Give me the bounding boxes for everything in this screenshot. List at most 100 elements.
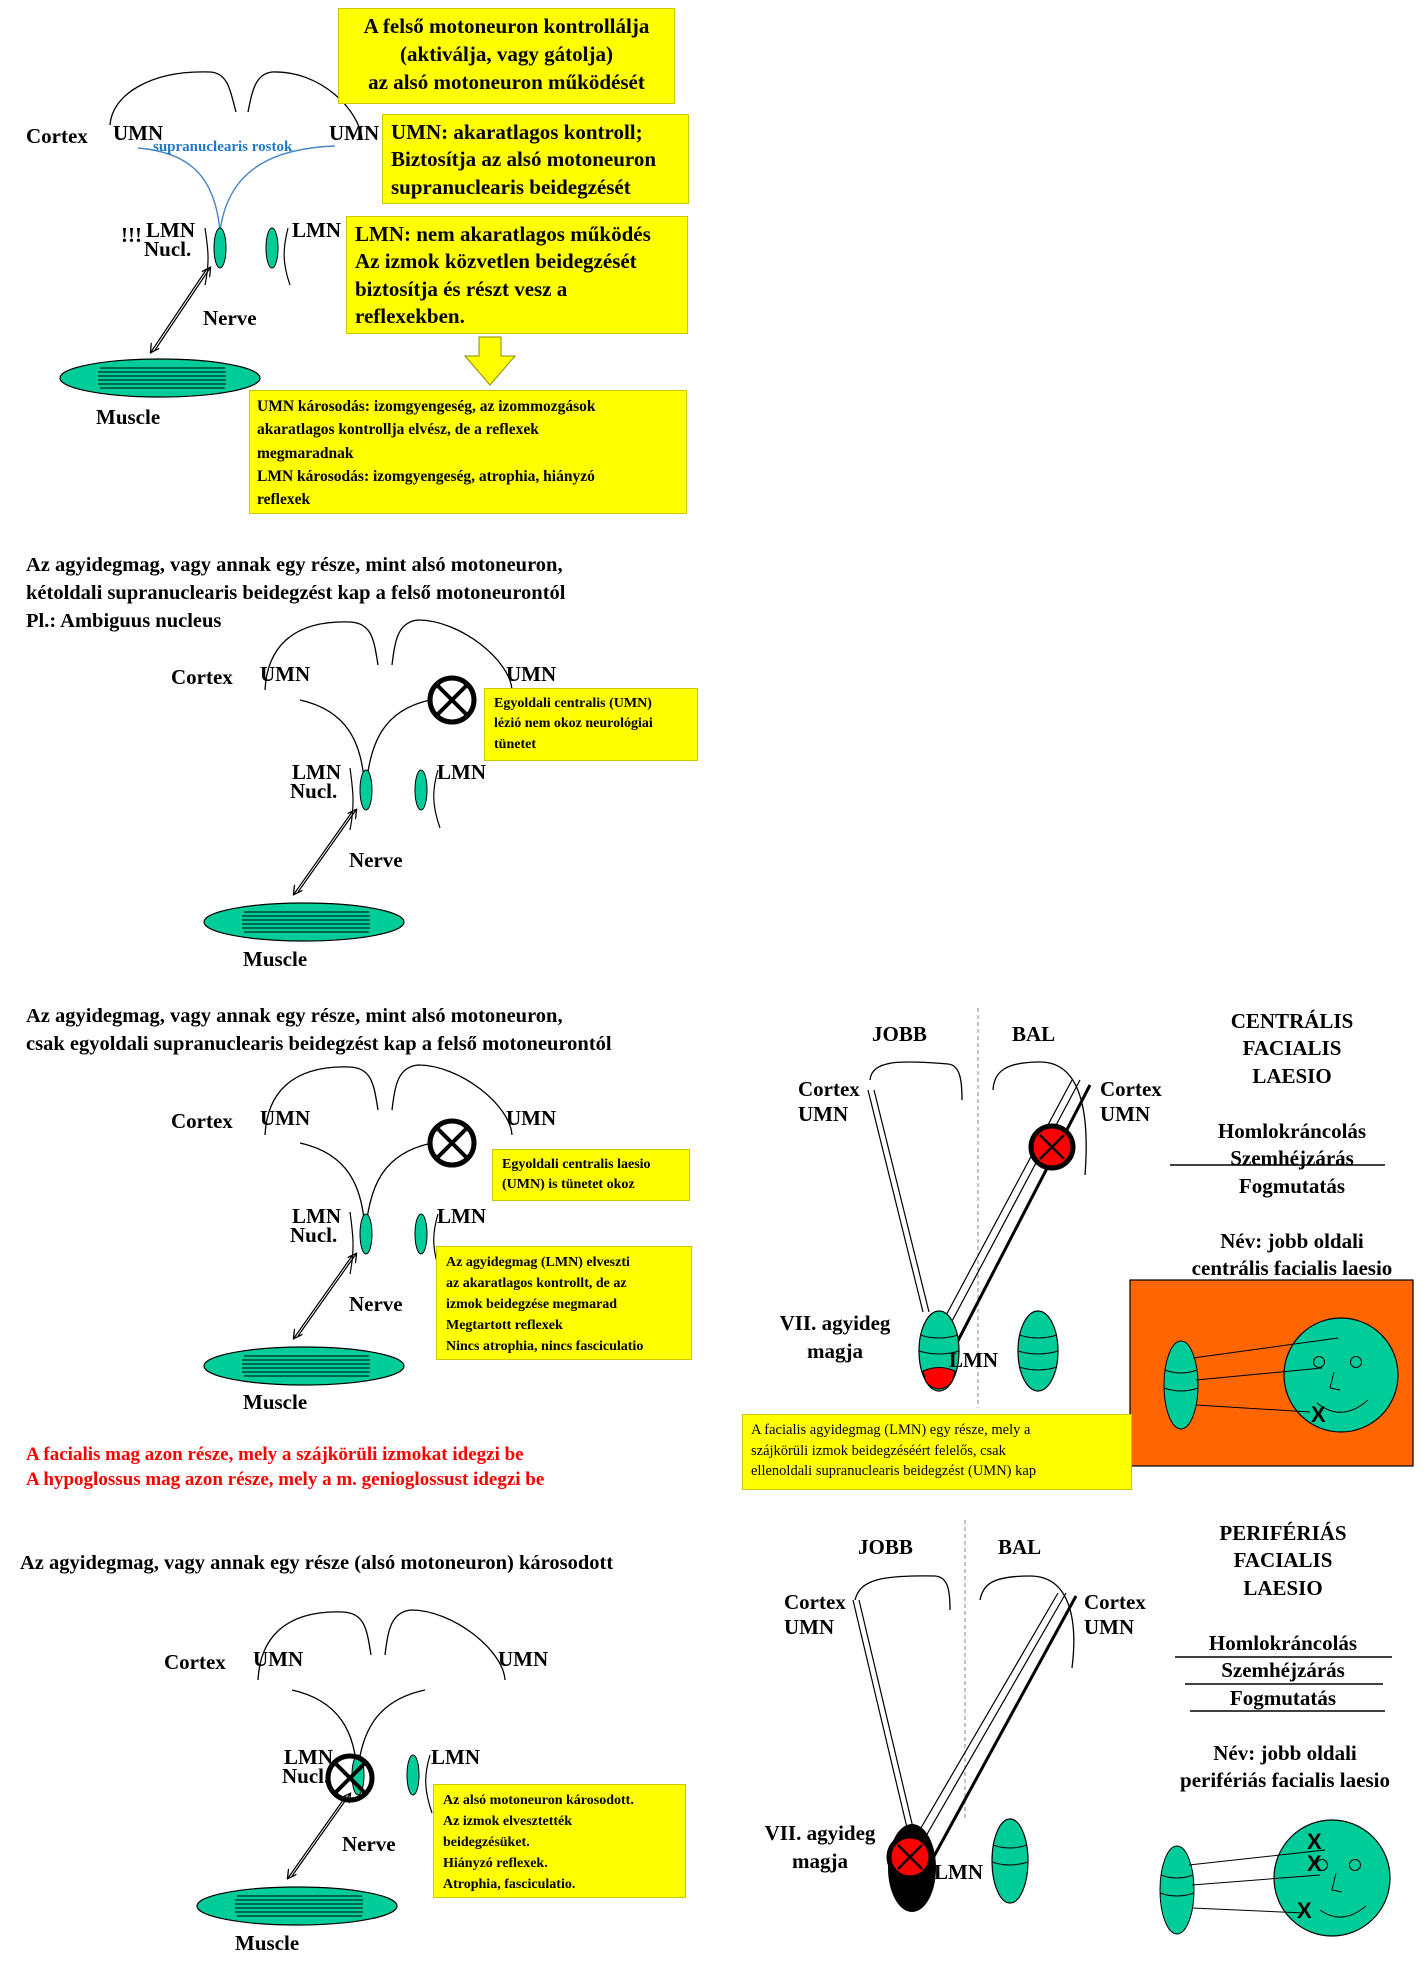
sign-teeth: Fogmutatás (1229, 1685, 1337, 1710)
central-signs: Homlokráncolás Szemhéjzárás Fogmutatás (1187, 1118, 1397, 1200)
box-line: Atrophia, fasciculatio. (443, 1877, 576, 1892)
nerve-arrow-down (151, 269, 207, 352)
box-line: A felső motoneuron kontrollálja (363, 14, 650, 38)
lmn-control-box: Az agyidegmag (LMN) elveszti az akaratla… (436, 1246, 692, 1360)
panel3-heading-line: Az agyidegmag, vagy annak egy része, min… (26, 1005, 563, 1027)
box-line: LMN: nem akaratlagos működés (355, 222, 651, 246)
facial-nucleus-info-box: A facialis agyidegmag (LMN) egy része, m… (742, 1414, 1132, 1490)
lmn-right-label: LMN (437, 760, 486, 784)
sign-forehead: Homlokráncolás (1208, 1631, 1358, 1655)
box-line: Az izmok elvesztették (443, 1814, 573, 1829)
lmn-right-label: LMN (437, 1204, 486, 1228)
box-line: UMN: akaratlagos kontroll; (391, 120, 643, 144)
lmn-left-label: LMN (292, 1204, 341, 1228)
bal-label: BAL (998, 1535, 1042, 1559)
box-line: Megtartott reflexek (446, 1318, 563, 1333)
name-line: Név: jobb oldali (1213, 1741, 1357, 1765)
title-line: FACIALIS (1233, 1548, 1333, 1573)
umn-left-label: UMN (113, 121, 164, 145)
umn-right-label: UMN (498, 1647, 549, 1671)
cortex-label: Cortex (171, 1109, 233, 1133)
box-line: LMN károsodás: izomgyengeség, atrophia, … (257, 467, 595, 485)
sign-teeth: Fogmutatás (1238, 1173, 1346, 1198)
title-line: LAESIO (1243, 1575, 1323, 1600)
facial-nucleus-left (1017, 1310, 1059, 1392)
jobb-label: JOBB (872, 1022, 927, 1046)
lmn-left-label: LMN (146, 218, 195, 242)
cortex-umn-right-label: Cortex UMN (1084, 1590, 1146, 1640)
box-line: Biztosítja az alsó motoneuron (391, 147, 657, 172)
box-line: lézió nem okoz neurológiai (494, 716, 653, 732)
cortex-umn-left-label: Cortex UMN (784, 1590, 846, 1640)
facial-nucleus-note: A facialis mag azon része, mely a szájkö… (26, 1444, 524, 1465)
face-lesion-mark: X (1311, 1402, 1326, 1427)
peripheral-title: PERIFÉRIÁS FACIALIS LAESIO (1198, 1520, 1368, 1602)
umn-right-label: UMN (506, 662, 557, 686)
box-line: Egyoldali centralis laesio (502, 1157, 651, 1172)
face-icon (1283, 1317, 1399, 1433)
box-line: reflexek (257, 491, 311, 508)
title-line: FACIALIS (1242, 1036, 1342, 1061)
nerve-label: Nerve (203, 306, 257, 330)
umn-right-label: UMN (506, 1106, 557, 1130)
central-lesion-icon (1028, 1123, 1076, 1171)
box-line: az akaratlagos kontrollt, de az (446, 1276, 627, 1291)
face-lesion-mark: X (1307, 1851, 1322, 1876)
umn-text: UMN (1084, 1615, 1135, 1640)
panel3-heading-line: csak egyoldali supranuclearis beidegzést… (26, 1033, 612, 1055)
face-lesion-mark: X (1307, 1829, 1322, 1854)
lmn-left-label: LMN (284, 1745, 333, 1769)
title-line: PERIFÉRIÁS (1219, 1521, 1347, 1545)
cortex-umn-right-label: Cortex UMN (1100, 1077, 1162, 1127)
panel1-graphics (59, 71, 517, 398)
supranuclear-fibers-label: supranuclearis rostok (153, 139, 293, 155)
nerve-label: Nerve (349, 848, 403, 872)
nucleus-line: magja (807, 1338, 863, 1363)
nerve-label: Nerve (342, 1832, 396, 1856)
name-line: Név: jobb oldali (1220, 1229, 1364, 1253)
cortex-left-hemisphere (109, 71, 237, 126)
sign-eyelid: Szemhéjzárás (1230, 1146, 1354, 1171)
umn-right-label: UMN (329, 121, 380, 145)
bal-label: BAL (1012, 1022, 1056, 1046)
nucleus-line: VII. agyideg (779, 1311, 891, 1335)
cortex-text: Cortex (1100, 1077, 1162, 1101)
box-line: Hiányzó reflexek. (443, 1856, 548, 1871)
umn-left-label: UMN (260, 662, 311, 686)
peripheral-graphics (852, 1520, 1392, 1937)
nucl-label: Nucl. (282, 1764, 330, 1788)
nucleus-label: VII. agyideg magja (770, 1310, 900, 1365)
box-line: beidegzésüket. (443, 1835, 530, 1850)
box-line: UMN károsodás: izomgyengeség, az izommoz… (257, 398, 596, 415)
box-line: biztosítja és részt vesz a (355, 276, 568, 301)
central-title: CENTRÁLIS FACIALIS LAESIO (1207, 1008, 1377, 1090)
supranuclear-fiber-left (137, 147, 221, 233)
panel-nucleus (1163, 1340, 1199, 1430)
nucleus-label: VII. agyideg magja (755, 1820, 885, 1875)
down-arrow-icon (463, 336, 517, 386)
box-line: ellenoldali supranuclearis beidegzést (U… (751, 1463, 1037, 1480)
panel2-graphics (203, 619, 513, 942)
nucl-label: Nucl. (290, 1223, 338, 1247)
umn-box: UMN: akaratlagos kontroll; Biztosítja az… (382, 114, 689, 204)
cortex-label: Cortex (171, 665, 233, 689)
box-line: Az alsó motoneuron károsodott. (443, 1793, 634, 1808)
unilateral-symptom-box: Egyoldali centralis laesio (UMN) is tüne… (492, 1149, 690, 1201)
central-graphics (867, 1008, 1414, 1467)
box-line: Nincs atrophia, nincs fasciculatio (446, 1339, 644, 1354)
umn-text: UMN (784, 1615, 835, 1640)
nerve-arrow-up (154, 268, 210, 351)
title-line: CENTRÁLIS (1230, 1009, 1354, 1033)
box-line: supranuclearis beidegzését (391, 174, 631, 199)
muscle-shape (59, 358, 261, 398)
box-line: megmaradnak (257, 444, 354, 462)
name-line: perifériás facialis laesio (1180, 1768, 1390, 1793)
panel4-heading: Az agyidegmag, vagy annak egy része (als… (20, 1552, 614, 1574)
unilateral-lesion-box: Egyoldali centralis (UMN) lézió nem okoz… (484, 688, 698, 761)
umn-text: UMN (1100, 1102, 1151, 1127)
box-line: szájkörüli izmok beidegzéséért felelős, … (751, 1442, 1006, 1459)
hypoglossal-nucleus-note: A hypoglossus mag azon része, mely a m. … (26, 1469, 545, 1490)
supranuclear-fiber-right (219, 145, 336, 233)
nucleus-line: magja (792, 1848, 848, 1873)
